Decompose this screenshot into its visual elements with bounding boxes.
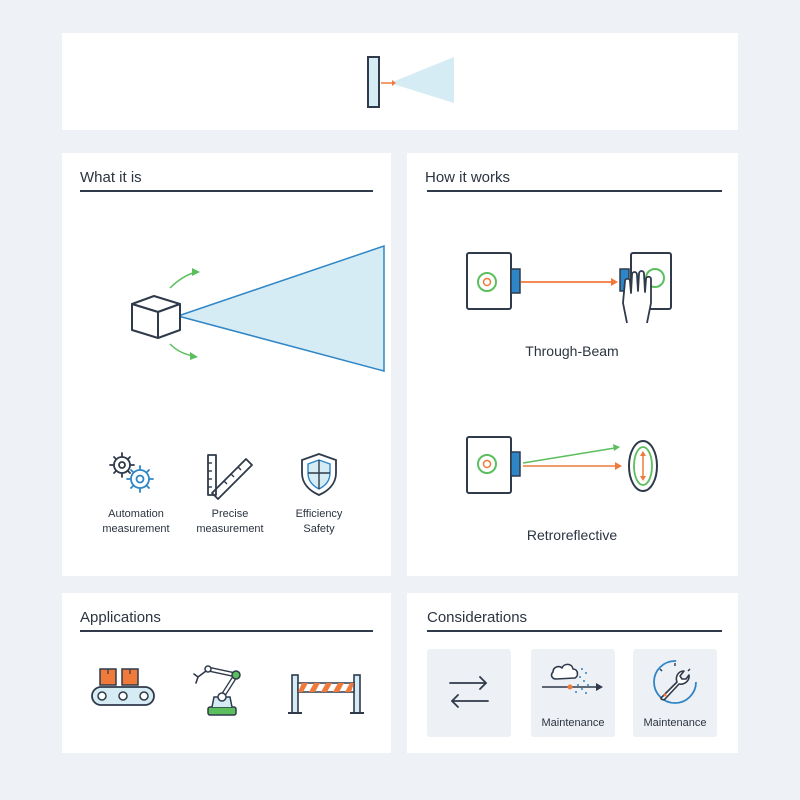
shield-icon bbox=[301, 453, 337, 496]
consideration-tile-weather: Maintenance bbox=[531, 649, 615, 737]
what-it-is-panel: What it is bbox=[62, 153, 391, 576]
title-divider bbox=[427, 630, 722, 632]
gears-icon bbox=[109, 452, 154, 493]
weather-icon bbox=[542, 663, 603, 694]
robot-arm-icon bbox=[193, 665, 241, 716]
applications-panel: Applications bbox=[62, 593, 391, 753]
considerations-title: Considerations bbox=[427, 609, 528, 626]
sensor-beam-icon bbox=[367, 56, 454, 108]
title-divider bbox=[427, 190, 722, 192]
ruler-icon bbox=[207, 454, 253, 500]
barrier-gate-icon bbox=[288, 674, 364, 714]
consideration-tile-exchange bbox=[427, 649, 511, 737]
sensor-cone-diagram bbox=[131, 244, 385, 372]
how-it-works-panel: How it works Through-Beam Retroreflectiv… bbox=[407, 153, 738, 576]
applications-title: Applications bbox=[80, 609, 161, 626]
wrench-gauge-icon bbox=[653, 660, 697, 704]
through-beam-label: Through-Beam bbox=[525, 343, 619, 359]
through-beam-diagram bbox=[466, 252, 672, 324]
what-it-is-title: What it is bbox=[80, 169, 142, 186]
conveyor-icon bbox=[91, 668, 155, 706]
consideration-tile-maintenance: Maintenance bbox=[633, 649, 717, 737]
arrows-exchange-icon bbox=[449, 676, 489, 708]
considerations-panel: Considerations Maintenance bbox=[407, 593, 738, 753]
consideration-label: Maintenance bbox=[643, 717, 707, 729]
consideration-label: Maintenance bbox=[541, 717, 605, 729]
header-banner bbox=[62, 33, 738, 130]
retroreflective-label: Retroreflective bbox=[526, 527, 618, 543]
title-divider bbox=[80, 190, 373, 192]
how-it-works-title: How it works bbox=[425, 169, 511, 186]
title-divider bbox=[80, 630, 373, 632]
retroreflective-diagram bbox=[466, 436, 658, 494]
